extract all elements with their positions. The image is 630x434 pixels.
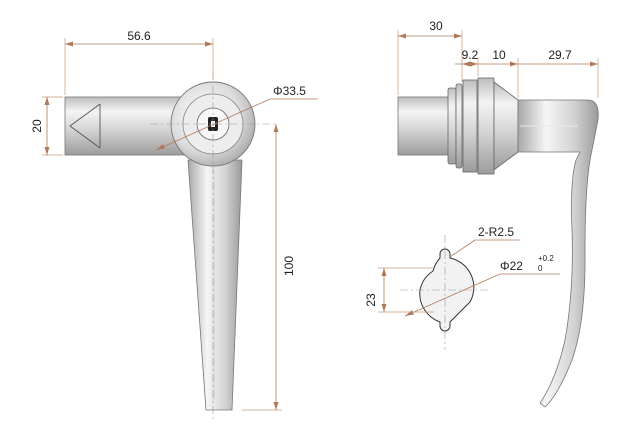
dim-cutout-height-arrow-top [381, 268, 387, 276]
dim-handle-arrow-top [273, 124, 279, 132]
dim-side-total-label: 30 [429, 19, 443, 33]
dim-cutout-height-label: 23 [364, 293, 378, 307]
dim-cutout-diameter-arrow [405, 310, 414, 316]
dim-side-a-arrow-left [462, 61, 470, 67]
side-nut-1 [447, 87, 457, 165]
dim-side-c-arrow-right [590, 61, 598, 67]
panel-cutout-view: 2-R2.5 Φ22 +0.2 0 23 [364, 225, 560, 350]
side-nut-2 [455, 83, 463, 169]
dim-handle-arrow-bottom [273, 402, 279, 410]
dim-side-a-label: 9.2 [462, 48, 479, 62]
dim-cutout-radius-leader [449, 239, 476, 258]
dim-side-b-arrow-right [510, 61, 518, 67]
dim-front-height-arrow-top [44, 97, 50, 105]
dim-side-b-label: 10 [492, 48, 506, 62]
dim-side-c-label: 29.7 [548, 48, 572, 62]
front-handle [187, 159, 243, 411]
dim-cutout-diameter-leader [404, 273, 501, 317]
front-chevron-mark [69, 103, 101, 149]
side-taper [493, 81, 519, 171]
dim-cutout-radius-label: 2-R2.5 [478, 225, 514, 239]
dim-side-total-arrow-right [454, 33, 462, 39]
dim-front-width-arrow-right [205, 41, 213, 47]
side-cylinder-body [397, 96, 453, 156]
front-cylinder-body [64, 96, 186, 156]
front-view: 56.6 20 Φ33.5 100 [30, 29, 318, 420]
dim-front-width-label: 56.6 [127, 29, 151, 43]
dim-cutout-tol-upper: +0.2 [538, 254, 554, 263]
dim-front-height-label: 20 [30, 119, 44, 133]
cutout-outline [419, 248, 475, 332]
dim-handle-label: 100 [282, 256, 296, 276]
dim-bezel-label: Φ33.5 [273, 84, 306, 98]
side-washer [462, 79, 478, 173]
side-handle [517, 99, 599, 408]
dim-front-height-arrow-bottom [44, 147, 50, 155]
dim-cutout-tol-lower: 0 [538, 264, 543, 273]
dim-cutout-diameter-label: Φ22 [500, 259, 523, 273]
dim-cutout-height-arrow-bottom [381, 304, 387, 312]
dim-bezel-leader [155, 98, 271, 151]
dim-bezel-arrow [156, 144, 165, 150]
dim-side-total-arrow-left [398, 33, 406, 39]
dim-front-width-arrow-left [65, 41, 73, 47]
dim-side-a-arrow-right [470, 61, 478, 67]
side-bezel [477, 77, 495, 175]
side-view: 30 9.2 10 29.7 [397, 19, 599, 408]
